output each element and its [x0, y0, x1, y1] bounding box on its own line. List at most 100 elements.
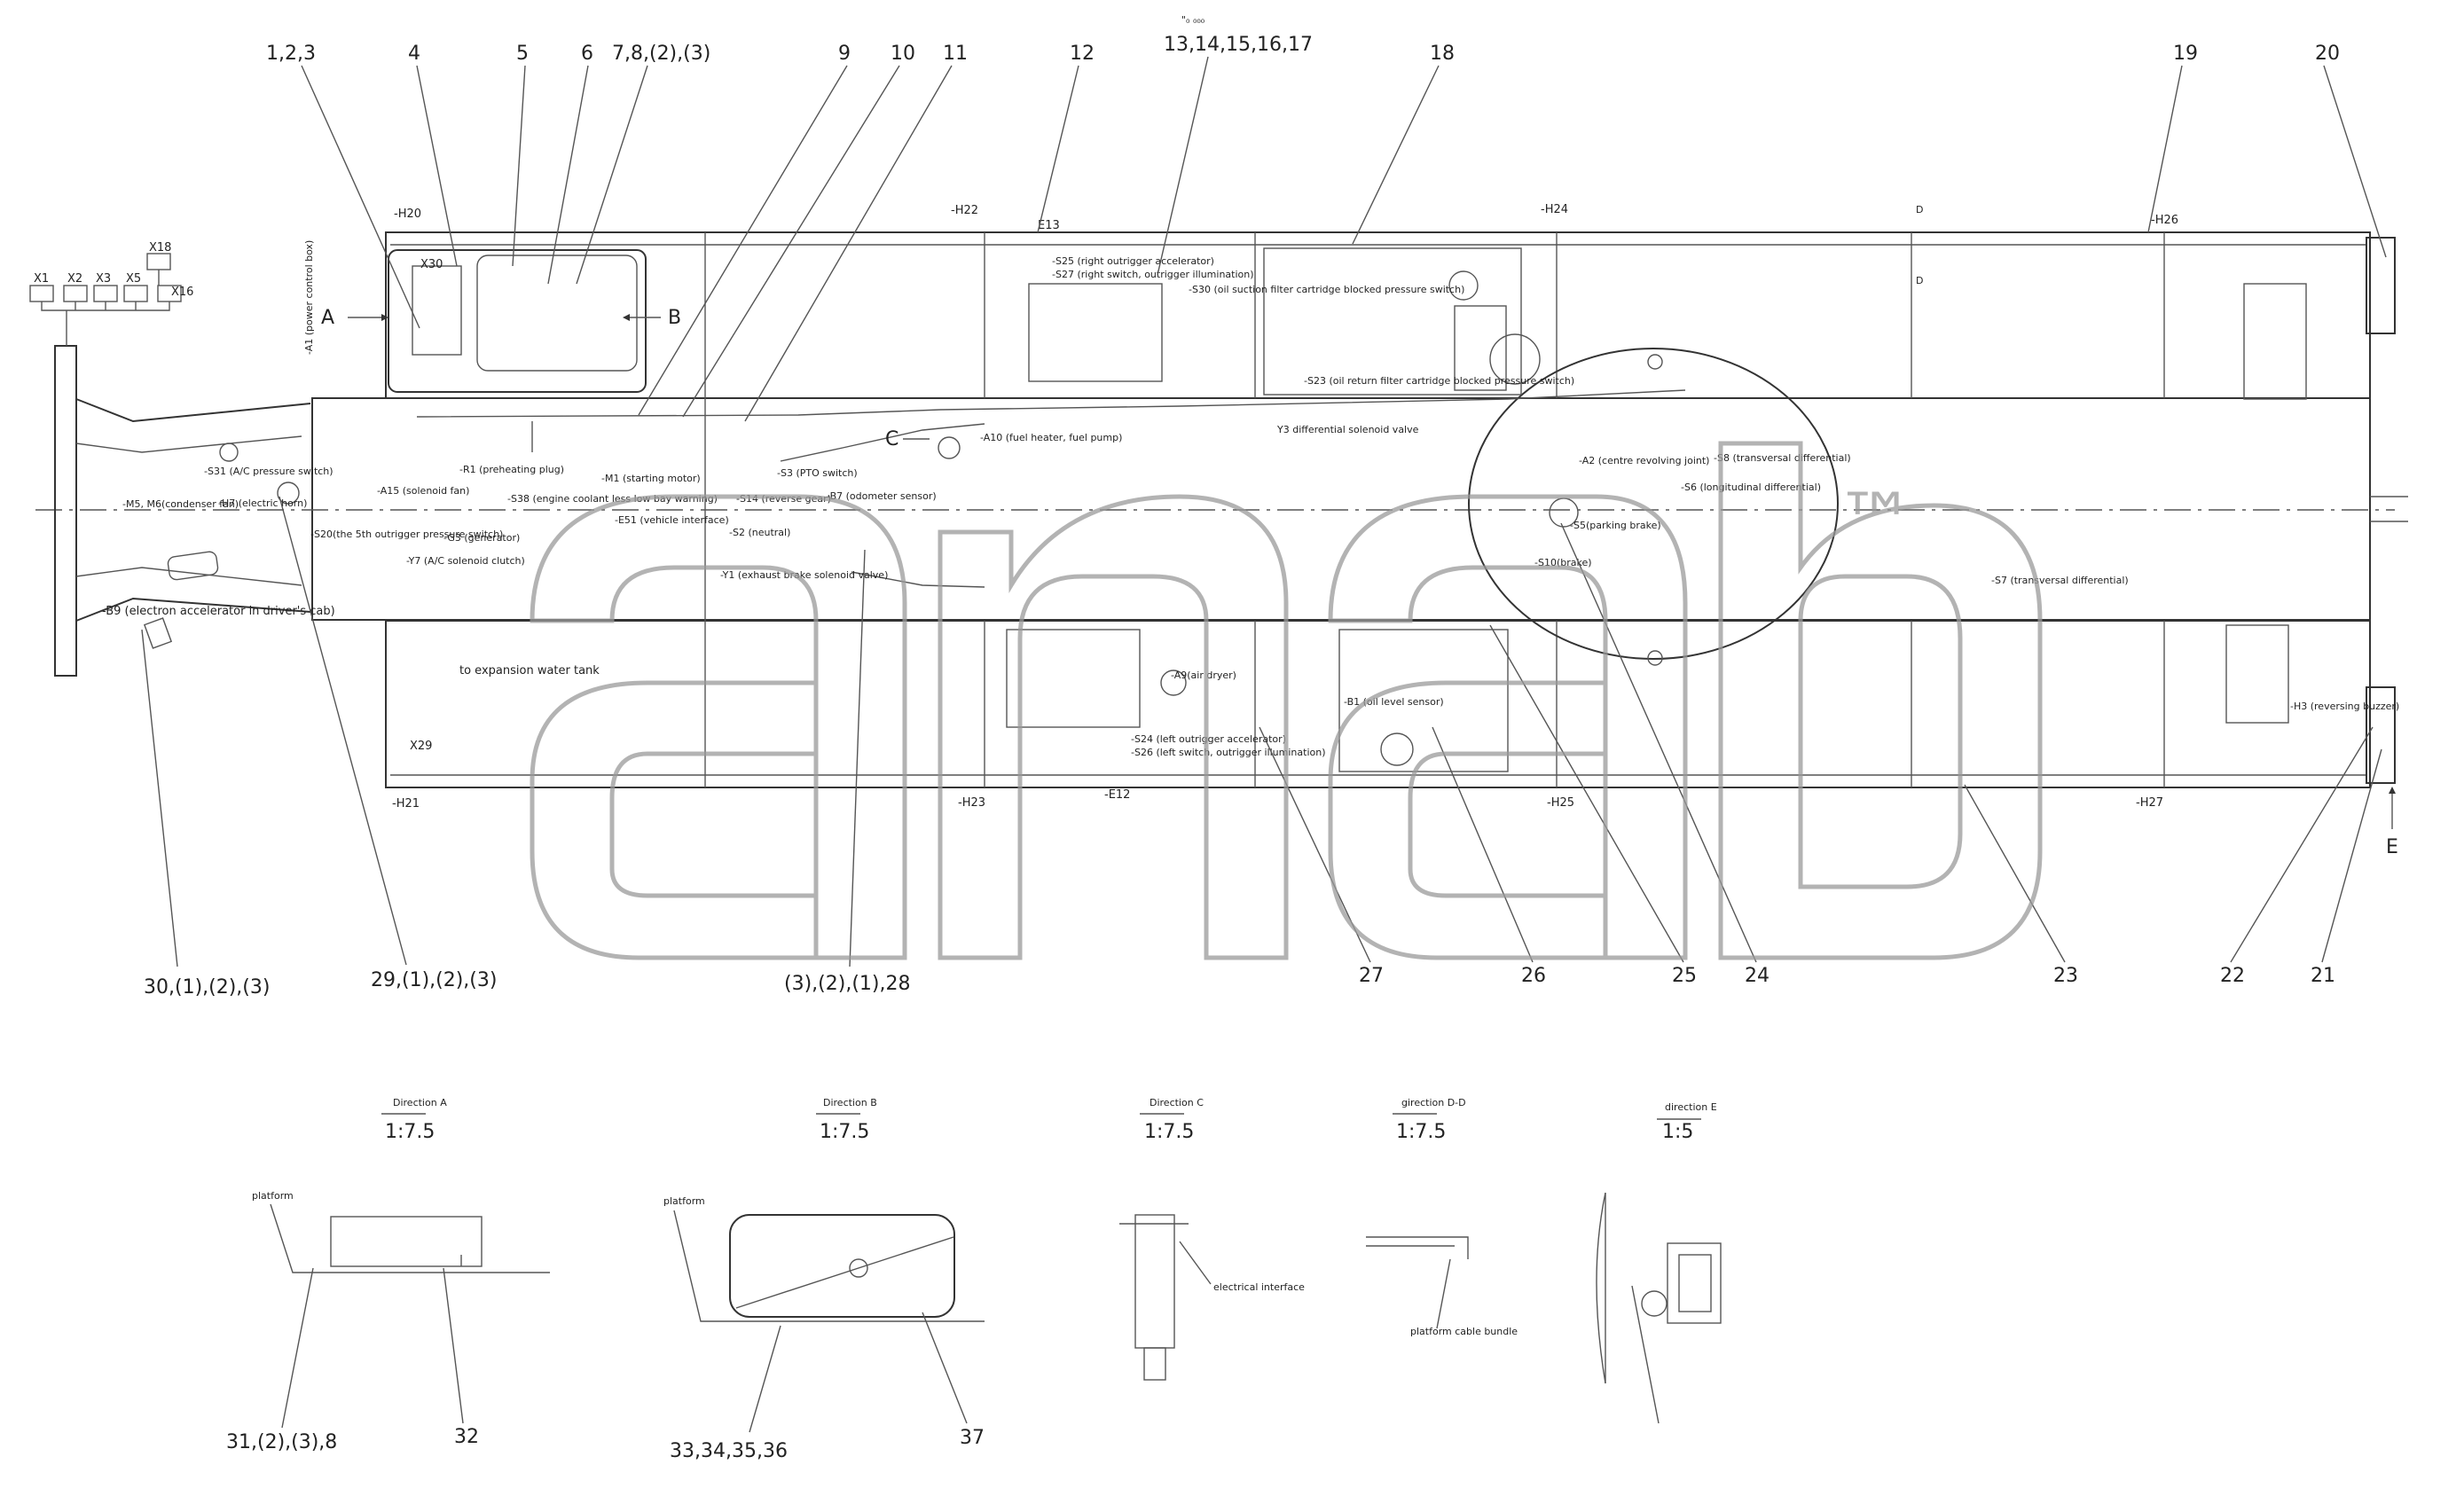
label-preheating-plug: -R1 (preheating plug): [459, 464, 564, 475]
callout-24: 24: [1745, 965, 1770, 987]
view-a-letter: A: [321, 307, 334, 329]
watermark-tm: ™: [1836, 476, 1916, 569]
callout-32: 32: [454, 1426, 479, 1448]
callout-20: 20: [2315, 43, 2340, 65]
label-starting-motor: -M1 (starting motor): [601, 473, 701, 484]
callout-12: 12: [1070, 43, 1095, 65]
top-callouts: 1,2,3 4 5 6 7,8,(2),(3) 9 10 11 12 13,14…: [266, 34, 2387, 422]
lamp-h23: -H23: [958, 796, 985, 810]
detail-view-b: Direction B 1:7.5 platform 33,34,35,36 3…: [663, 1097, 985, 1462]
connector-x29: X29: [410, 740, 432, 753]
callout-5: 5: [516, 43, 529, 65]
label-electron-accelerator: -B9 (electron accelerator in driver's ca…: [102, 605, 335, 618]
label-longitudinal-diff: -S6 (longitudinal differential): [1681, 482, 1821, 493]
label-vehicle-interface: -E51 (vehicle interface): [615, 514, 729, 526]
lamp-h21: -H21: [392, 797, 420, 811]
callout-26: 26: [1521, 965, 1546, 987]
connector-x3: X3: [96, 272, 111, 286]
callout-1-2-3: 1,2,3: [266, 43, 316, 65]
label-air-dryer: -A9(air dryer): [1171, 670, 1236, 681]
label-oil-return: -S23 (oil return filter cartridge blocke…: [1304, 375, 1574, 387]
label-parking-brake: -S5(parking brake): [1570, 520, 1661, 531]
label-neutral: -S2 (neutral): [729, 527, 790, 538]
callout-21: 21: [2311, 965, 2335, 987]
view-d-letter-bottom: D: [1916, 275, 1923, 286]
callout-4: 4: [408, 43, 420, 65]
callout-27: 27: [1359, 965, 1384, 987]
detail-c-title: Direction C: [1150, 1097, 1204, 1108]
label-centre-revolving: -A2 (centre revolving joint): [1579, 455, 1709, 466]
label-condenser-fan: -M5, M6(condenser fan): [122, 498, 239, 510]
callout-6: 6: [581, 43, 593, 65]
label-pto-switch: -S3 (PTO switch): [777, 467, 858, 479]
view-markers: A B C D D E: [321, 204, 2398, 858]
view-d-letter-top: D: [1916, 204, 1923, 215]
detail-a-title: Direction A: [393, 1097, 447, 1108]
label-generator: -G3 (generator): [443, 532, 520, 544]
label-electric-horn: -H7 (electric horn): [218, 497, 307, 509]
detail-view-e: direction E 1:5: [1596, 1101, 1722, 1424]
callout-10: 10: [891, 43, 915, 65]
callout-23: 23: [2053, 965, 2078, 987]
lamp-h24: -H24: [1541, 203, 1568, 216]
label-solenoid-fan: -A15 (solenoid fan): [377, 485, 469, 497]
callout-19: 19: [2173, 43, 2198, 65]
lamp-h27: -H27: [2136, 796, 2163, 810]
callout-13-17: 13,14,15,16,17: [1164, 34, 1313, 56]
callout-11: 11: [943, 43, 968, 65]
callout-18: 18: [1430, 43, 1455, 65]
lamp-h25: -H25: [1547, 796, 1574, 810]
connector-x5: X5: [126, 272, 141, 286]
callout-37: 37: [960, 1427, 985, 1449]
detail-b-title: Direction B: [823, 1097, 877, 1108]
chassis-frame: [35, 231, 2408, 788]
label-ac-pressure: -S31 (A/C pressure switch): [204, 466, 334, 477]
lamp-h20: -H20: [394, 208, 421, 221]
connector-x30: X30: [420, 258, 443, 271]
callout-28: (3),(2),(1),28: [784, 973, 910, 995]
component-labels: -A1 (power control box) -S31 (A/C pressu…: [102, 240, 2399, 758]
detail-b-scale: 1:7.5: [820, 1121, 869, 1143]
label-transversal-diff: -S8 (transversal differential): [1714, 452, 1851, 464]
label-ac-clutch: -Y7 (A/C solenoid clutch): [406, 555, 525, 567]
detail-view-d: girection D-D 1:7.5 platform cable bundl…: [1366, 1097, 1518, 1337]
detail-c-scale: 1:7.5: [1144, 1121, 1194, 1143]
label-expansion-tank: to expansion water tank: [459, 664, 600, 678]
detail-d-cable-bundle: platform cable bundle: [1410, 1326, 1518, 1337]
callout-9: 9: [838, 43, 851, 65]
label-power-control-box: -A1 (power control box): [303, 240, 315, 355]
lamp-h22: -H22: [951, 204, 978, 217]
callout-30: 30,(1),(2),(3): [144, 976, 270, 999]
detail-a-platform: platform: [252, 1190, 294, 1202]
detail-b-platform: platform: [663, 1195, 705, 1207]
view-b-letter: B: [668, 307, 681, 329]
label-odometer: -B7 (odometer sensor): [827, 490, 937, 502]
connector-x1: X1: [34, 272, 49, 286]
label-right-accelerator: -S25 (right outrigger accelerator): [1052, 255, 1214, 267]
callout-25: 25: [1672, 965, 1697, 987]
connector-tree: X18 X1 X2 X3 X5 X16 X30 X29: [29, 241, 443, 753]
label-transversal-diff-2: -S7 (transversal differential): [1991, 575, 2129, 586]
detail-e-scale: 1:5: [1662, 1121, 1693, 1143]
connector-x18: X18: [149, 241, 171, 255]
callout-7-8: 7,8,(2),(3): [612, 43, 710, 65]
connector-x2: X2: [67, 272, 82, 286]
label-left-switch: -S26 (left switch, outrigger illuminatio…: [1131, 747, 1326, 758]
label-fuel-heater: -A10 (fuel heater, fuel pump): [980, 432, 1122, 443]
lamp-h26: -H26: [2151, 214, 2178, 227]
detail-c-electrical-interface: electrical interface: [1213, 1281, 1305, 1293]
callout-33-36: 33,34,35,36: [670, 1440, 788, 1462]
label-outrigger-pressure: -S20(the 5th outrigger pressure switch): [310, 529, 503, 540]
callout-29: 29,(1),(2),(3): [371, 969, 497, 991]
callout-22: 22: [2220, 965, 2245, 987]
callout-31: 31,(2),(3),8: [226, 1431, 337, 1453]
connector-x16: X16: [171, 286, 193, 299]
label-right-switch: -S27 (right switch, outrigger illuminati…: [1052, 269, 1254, 280]
lamp-e12: -E12: [1104, 788, 1130, 802]
detail-view-a: Direction A 1:7.5 platform 31,(2),(3),8 …: [226, 1097, 550, 1453]
detail-e-title: direction E: [1665, 1101, 1717, 1113]
view-e-letter: E: [2386, 836, 2398, 858]
lamp-e13: E13: [1038, 219, 1060, 232]
